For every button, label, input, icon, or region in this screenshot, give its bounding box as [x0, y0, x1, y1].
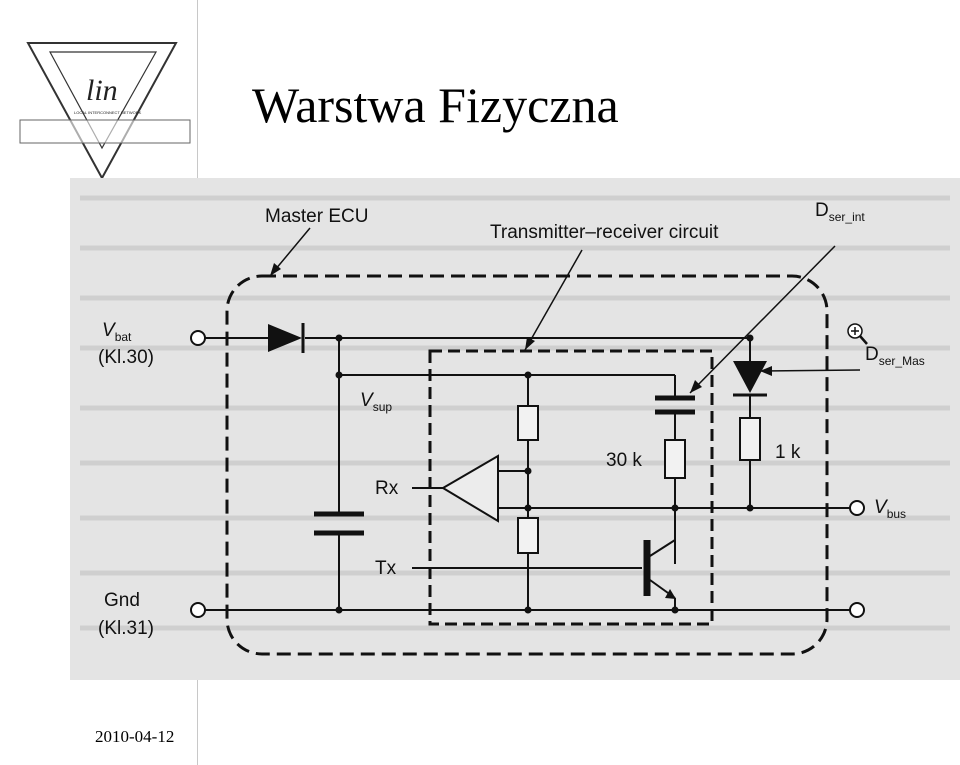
label-dser-mas: Dser_Mas: [865, 344, 925, 368]
lin-logo-icon: lin LOCAL INTERCONNECT NETWORK: [19, 42, 191, 181]
label-vsup: Vsup: [360, 390, 392, 414]
divider-resistor-top: [517, 405, 539, 441]
label-transceiver: Transmitter–receiver circuit: [490, 222, 719, 243]
comparator-icon: [412, 454, 850, 523]
label-30k: 30 k: [606, 450, 642, 471]
dser-int-diode-icon: [655, 395, 695, 415]
label-dser-int: Dser_int: [815, 200, 865, 224]
label-vbus: Vbus: [874, 497, 906, 521]
supply-capacitor-icon: [314, 511, 364, 536]
label-kl31: (Kl.31): [98, 618, 154, 639]
label-gnd: Gnd: [104, 590, 140, 611]
label-tx: Tx: [375, 558, 397, 579]
divider-resistor-bottom: [517, 517, 539, 554]
slide-title: Warstwa Fizyczna: [252, 77, 619, 133]
master-ecu-boundary: [225, 274, 829, 656]
logo-text: lin: [86, 74, 118, 107]
vbat-wire: [190, 330, 750, 346]
label-kl30: (Kl.30): [98, 347, 154, 368]
vbat-diode-icon: [268, 323, 305, 353]
zoom-cursor-icon: [847, 323, 868, 345]
slide-sidebar: lin LOCAL INTERCONNECT NETWORK 2010-04-1…: [0, 0, 198, 765]
background-text-texture: [80, 195, 950, 631]
circuit-diagram: Master ECU Transmitter–receiver circuit …: [80, 195, 950, 656]
resistor-1k: [739, 417, 761, 461]
label-rx: Rx: [375, 478, 399, 499]
circuit-photo: Master ECU Transmitter–receiver circuit …: [70, 178, 960, 680]
slide-date: 2010-04-12: [95, 727, 175, 746]
label-vbat: Vbat: [102, 320, 132, 344]
label-master-ecu: Master ECU: [265, 206, 368, 227]
label-1k: 1 k: [775, 442, 801, 463]
vsup-wire: [339, 374, 676, 564]
dser-mas-diode-icon: [733, 361, 767, 397]
gnd-wire: [190, 602, 865, 618]
logo-subtext: LOCAL INTERCONNECT NETWORK: [74, 110, 142, 115]
resistor-30k: [664, 439, 686, 479]
vbus-terminal: [849, 500, 865, 516]
